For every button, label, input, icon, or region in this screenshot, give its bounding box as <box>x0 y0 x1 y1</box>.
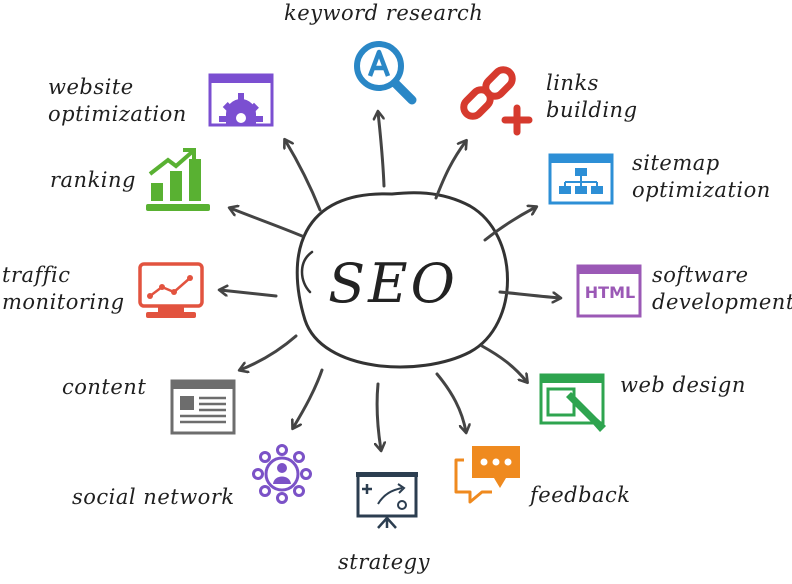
label-sitemap-optimization: sitemap optimization <box>632 151 771 202</box>
label-ranking: ranking <box>50 168 136 192</box>
arrow-strategy <box>377 382 381 450</box>
network-people-icon <box>252 444 312 504</box>
label-strategy: strategy <box>338 550 430 574</box>
html-window-icon <box>576 264 642 318</box>
label-feedback: feedback <box>530 483 631 507</box>
magnifier-letter-a-icon <box>354 41 417 105</box>
arrow-web-design <box>480 344 527 382</box>
center-title: SEO <box>328 252 458 315</box>
arrow-feedback <box>435 372 466 432</box>
arrow-links-building <box>434 141 466 200</box>
arrow-keyword-research <box>378 112 386 188</box>
arrow-ranking <box>230 208 304 238</box>
line-chart-monitor-icon <box>138 262 204 318</box>
arrow-content <box>240 334 298 370</box>
document-window-icon <box>170 379 236 435</box>
design-window-icon <box>539 373 606 432</box>
html-badge: HTML <box>584 283 636 302</box>
arrow-sitemap-optimization <box>483 207 536 242</box>
label-keyword-research: keyword research <box>284 1 484 25</box>
arrow-traffic-monitoring <box>220 290 278 298</box>
arrow-website-optimization <box>285 140 322 212</box>
gear-window-icon <box>208 73 274 127</box>
label-software-development: software development <box>652 263 792 314</box>
label-social-network: social network <box>72 485 235 509</box>
arrows <box>220 112 560 450</box>
chat-bubbles-icon <box>454 446 520 504</box>
label-website-optimization: website optimization <box>48 75 187 126</box>
label-links-building: links building <box>546 71 638 122</box>
strategy-board-icon <box>356 472 418 529</box>
center-loop <box>295 191 509 369</box>
label-content: content <box>62 375 147 399</box>
sitemap-window-icon <box>548 153 614 205</box>
chain-link-plus-icon <box>460 66 533 136</box>
arrow-software-development <box>498 290 560 298</box>
arrow-social-network <box>293 368 324 428</box>
bar-chart-arrow-icon <box>146 148 210 211</box>
label-web-design: web design <box>620 373 746 397</box>
label-traffic-monitoring: traffic monitoring <box>2 263 125 314</box>
